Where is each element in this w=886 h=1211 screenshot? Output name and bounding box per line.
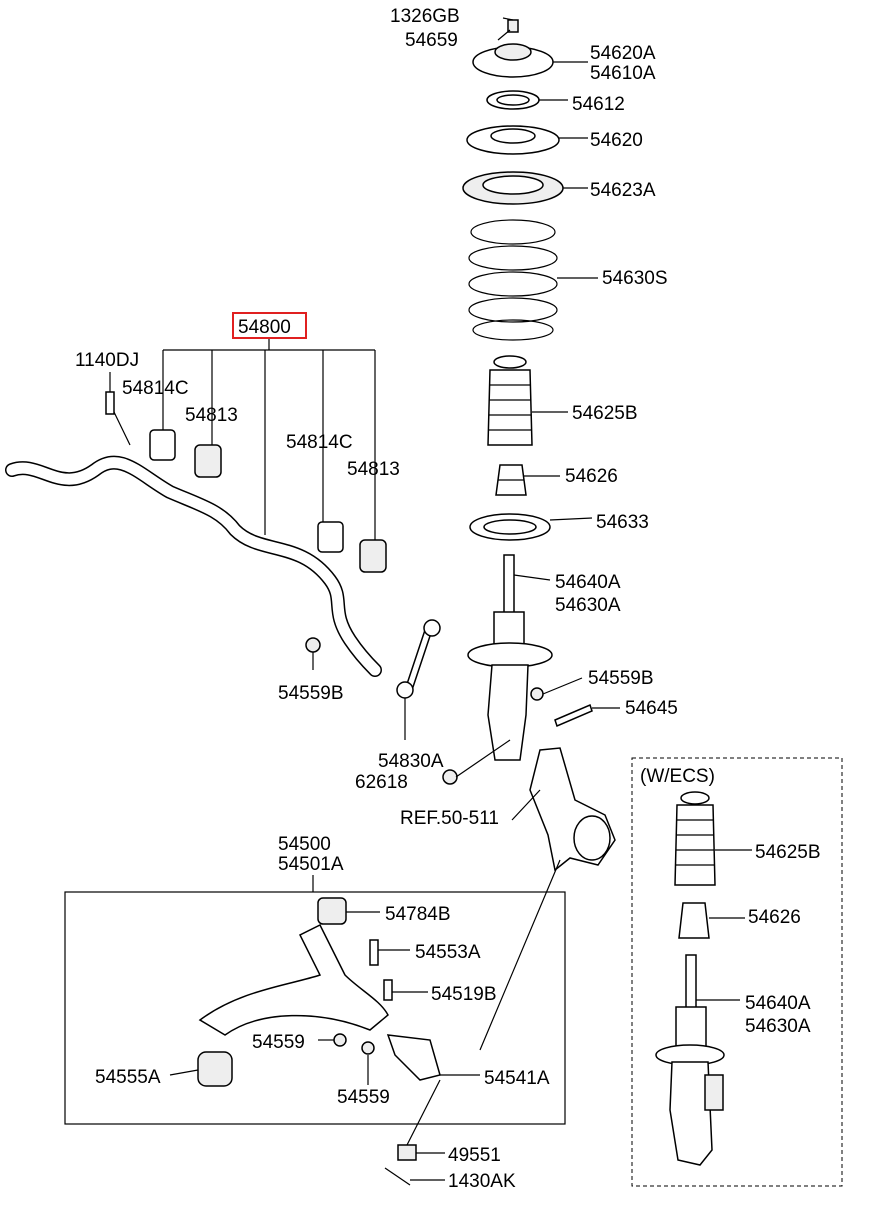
cotter-pin-1430ak[interactable] xyxy=(384,1167,411,1186)
bushing-clamp-54814c-b[interactable] xyxy=(317,521,344,553)
stabilizer-bar-54800[interactable] xyxy=(5,455,382,677)
top-mount-54620a[interactable] xyxy=(472,43,554,78)
label-54501a[interactable]: 54501A xyxy=(278,854,344,875)
bushing-clamp-54814c-a[interactable] xyxy=(149,429,176,461)
bolt-54645[interactable] xyxy=(554,703,593,728)
bushing-54813-a[interactable] xyxy=(194,444,222,478)
label-54626[interactable]: 54626 xyxy=(565,466,618,487)
nut-49551[interactable] xyxy=(397,1144,417,1161)
label-1140dj[interactable]: 1140DJ xyxy=(75,350,139,371)
label-49551[interactable]: 49551 xyxy=(448,1145,501,1166)
label-54620[interactable]: 54620 xyxy=(590,130,643,151)
nut-54559-b[interactable] xyxy=(361,1041,375,1055)
spring-seat-54620[interactable] xyxy=(466,125,560,155)
label-54559b-right[interactable]: 54559B xyxy=(588,668,654,689)
label-1430ak[interactable]: 1430AK xyxy=(448,1171,516,1192)
label-54814c-a[interactable]: 54814C xyxy=(122,378,189,399)
bearing-54612[interactable] xyxy=(486,90,540,110)
label-54800[interactable]: 54800 xyxy=(238,317,291,338)
leader-lines xyxy=(109,17,752,1181)
label-ecs-54626[interactable]: 54626 xyxy=(748,907,801,928)
label-54630s[interactable]: 54630S xyxy=(602,268,668,289)
bushing-54784b[interactable] xyxy=(317,897,347,925)
label-54541a[interactable]: 54541A xyxy=(484,1068,550,1089)
highlight-box-54800 xyxy=(232,312,307,339)
dust-boot-54625b[interactable] xyxy=(487,355,533,446)
label-ecs-54630a[interactable]: 54630A xyxy=(745,1016,811,1037)
knuckle[interactable] xyxy=(529,747,616,872)
spring-pad-54633[interactable] xyxy=(469,513,551,541)
label-54612[interactable]: 54612 xyxy=(572,94,625,115)
label-54813-b[interactable]: 54813 xyxy=(347,459,400,480)
label-54555a[interactable]: 54555A xyxy=(95,1067,161,1088)
label-62618[interactable]: 62618 xyxy=(355,772,408,793)
bump-stopper-54626[interactable] xyxy=(495,464,527,496)
ecs-bump-stopper-54626[interactable] xyxy=(678,902,710,939)
ecs-strut-54640a[interactable] xyxy=(655,954,725,1166)
label-54559b-left[interactable]: 54559B xyxy=(278,683,344,704)
label-54645[interactable]: 54645 xyxy=(625,698,678,719)
label-54640a[interactable]: 54640A xyxy=(555,572,621,593)
label-54500[interactable]: 54500 xyxy=(278,834,331,855)
ecs-option-box xyxy=(631,757,843,1187)
label-1326gb[interactable]: 1326GB xyxy=(390,6,460,27)
label-ref-50-511[interactable]: REF.50-511 xyxy=(400,808,499,829)
label-54553a[interactable]: 54553A xyxy=(415,942,481,963)
label-ecs-54625b[interactable]: 54625B xyxy=(755,842,821,863)
label-54813-a[interactable]: 54813 xyxy=(185,405,238,426)
label-54519b[interactable]: 54519B xyxy=(431,984,497,1005)
stabilizer-link-54830a[interactable] xyxy=(396,619,441,699)
label-54630a[interactable]: 54630A xyxy=(555,595,621,616)
coil-spring-54630s[interactable] xyxy=(468,219,558,341)
label-54814c-b[interactable]: 54814C xyxy=(286,432,353,453)
label-54784b[interactable]: 54784B xyxy=(385,904,451,925)
label-54559-b[interactable]: 54559 xyxy=(337,1087,390,1108)
label-54620a[interactable]: 54620A xyxy=(590,43,656,64)
nut-54559b-left[interactable] xyxy=(305,637,321,653)
insulator-54623a[interactable] xyxy=(462,171,564,205)
label-54633[interactable]: 54633 xyxy=(596,512,649,533)
lower-arm-group-box xyxy=(64,891,566,1125)
bushing-54555a[interactable] xyxy=(197,1051,233,1087)
label-54559-a[interactable]: 54559 xyxy=(252,1032,305,1053)
bolt-1140dj[interactable] xyxy=(105,391,115,415)
part-labels: 1326GB 54659 54620A 54610A 54612 54620 5… xyxy=(75,6,821,1192)
lower-arm-54500[interactable] xyxy=(198,923,389,1036)
ecs-dust-boot-54625b[interactable] xyxy=(674,791,716,886)
nut-54559b-right[interactable] xyxy=(530,687,544,701)
bolt-54519b[interactable] xyxy=(383,979,393,1001)
nut-54559-a[interactable] xyxy=(333,1033,347,1047)
label-54659[interactable]: 54659 xyxy=(405,30,458,51)
ecs-title: (W/ECS) xyxy=(640,766,715,787)
strut-assembly-54640a[interactable] xyxy=(467,554,553,761)
bushing-54813-b[interactable] xyxy=(359,539,387,573)
label-54625b[interactable]: 54625B xyxy=(572,403,638,424)
ball-joint-54541a[interactable] xyxy=(386,1034,441,1081)
label-54610a[interactable]: 54610A xyxy=(590,63,656,84)
label-ecs-54640a[interactable]: 54640A xyxy=(745,993,811,1014)
label-54830a[interactable]: 54830A xyxy=(378,751,444,772)
washer-62618[interactable] xyxy=(442,769,458,785)
bolt-54553a[interactable] xyxy=(369,939,379,966)
label-54623a[interactable]: 54623A xyxy=(590,180,656,201)
